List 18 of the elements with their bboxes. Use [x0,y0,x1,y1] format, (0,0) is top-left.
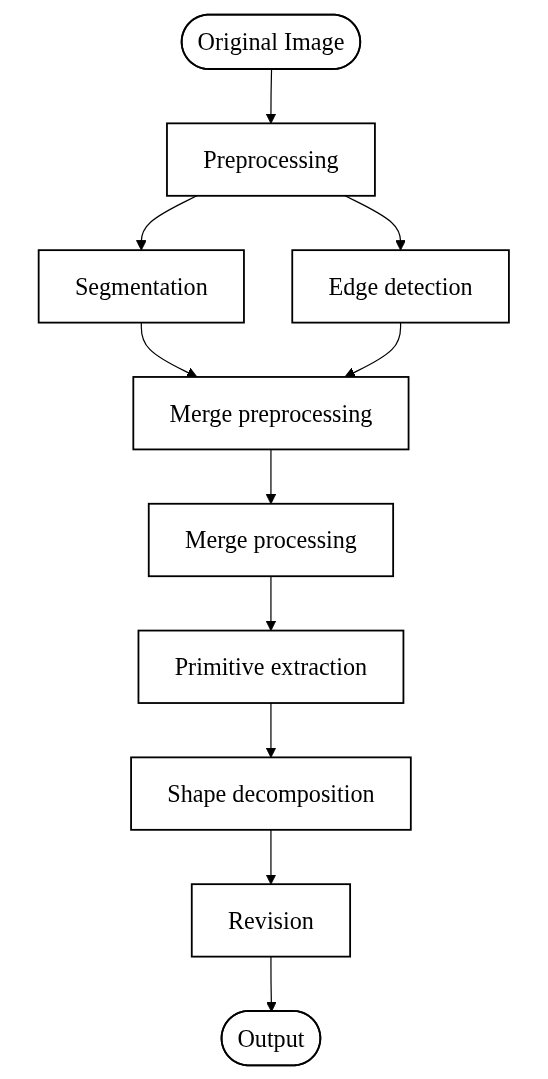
node-box: Merge preprocessing [132,375,410,450]
arrow [266,955,277,1012]
node-box: Shape decomposition [130,755,412,831]
node-box: Preprocessing [166,121,377,197]
node-box: Revision [191,882,352,958]
node-box: Primitive extraction [137,629,405,704]
node-box: Edge detection [291,248,511,323]
arrow [344,321,402,378]
arrow [265,575,277,631]
node-box: Merge processing [148,502,395,577]
arrow [265,828,277,885]
arrow [265,448,277,504]
arrow [136,194,198,251]
arrow [265,68,277,124]
arrow [344,194,407,251]
arrow [140,321,198,378]
arrow [265,701,277,758]
node-box: Segmentation [37,248,246,323]
